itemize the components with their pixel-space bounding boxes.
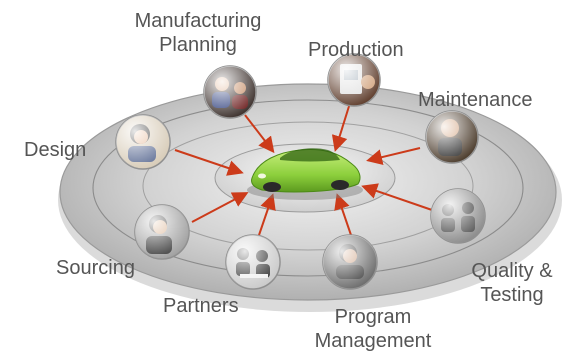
arrow-quality <box>361 183 433 211</box>
manufacturing-planning-photo <box>203 65 257 119</box>
label-design: Design <box>24 139 87 161</box>
arrow-manufacturing <box>244 114 275 154</box>
maintenance-photo <box>425 110 479 164</box>
partners-photo <box>225 234 281 290</box>
platform-ring-inner <box>142 121 474 251</box>
platform-ring-outer <box>92 99 524 277</box>
label-program-management: Program Management <box>310 305 436 353</box>
arrow-design <box>174 149 244 176</box>
car-icon <box>247 148 363 200</box>
label-program-line-2: Management <box>314 330 432 352</box>
label-quality-line-1: Quality & <box>471 260 553 282</box>
design-photo <box>115 114 171 170</box>
production-photo <box>327 53 381 107</box>
quality-testing-photo <box>430 188 486 244</box>
arrow-production <box>331 102 351 152</box>
label-quality-line-2: Testing <box>480 284 544 306</box>
arrow-maintenance <box>366 147 421 165</box>
arrow-program <box>334 193 353 239</box>
label-maintenance: Maintenance <box>418 89 533 111</box>
label-program-line-1: Program <box>334 306 412 328</box>
sourcing-photo <box>134 204 190 260</box>
label-sourcing: Sourcing <box>56 257 135 279</box>
label-production: Production <box>308 39 404 61</box>
program-management-photo <box>322 234 378 290</box>
label-manufacturing-planning: Manufacturing Planning <box>120 9 276 57</box>
label-manufacturing-line-2: Planning <box>159 34 237 56</box>
arrow-partners <box>257 193 276 239</box>
arrow-sourcing <box>191 192 249 223</box>
label-manufacturing-line-1: Manufacturing <box>134 10 262 32</box>
label-partners: Partners <box>163 295 239 317</box>
label-quality-testing: Quality & Testing <box>462 259 562 307</box>
